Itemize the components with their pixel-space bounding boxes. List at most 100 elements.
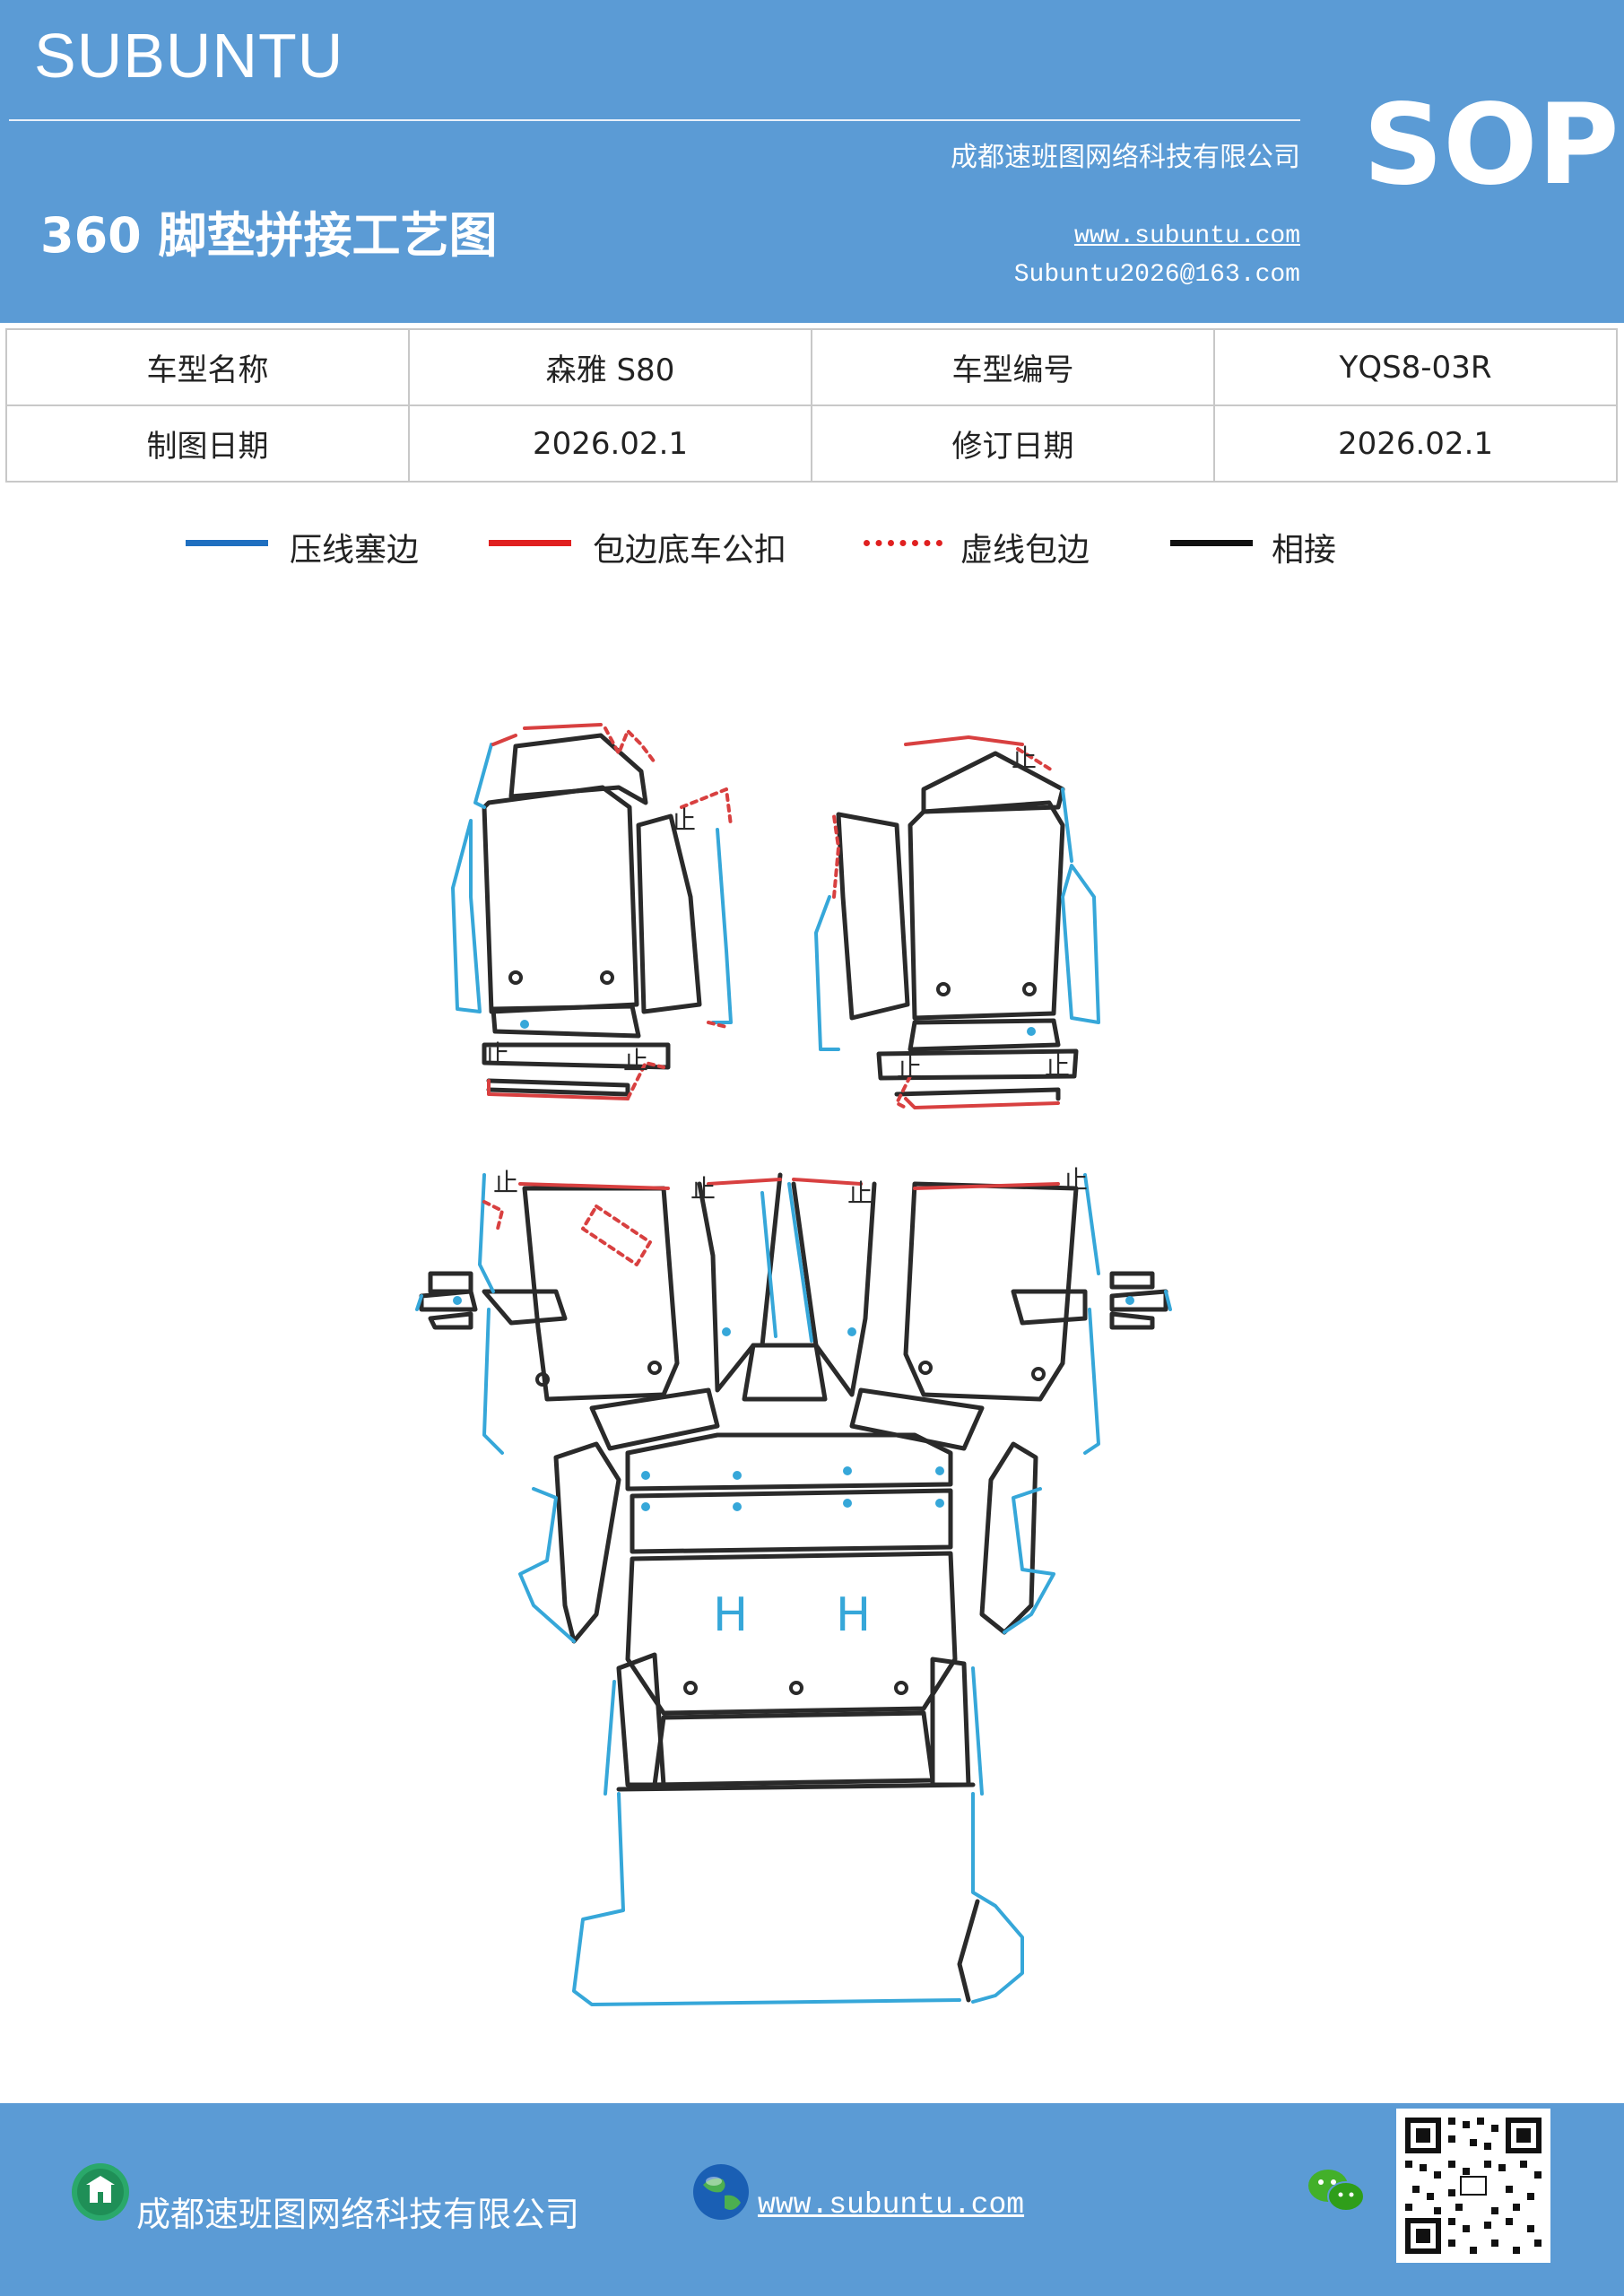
edge-red-dotted	[895, 1074, 912, 1109]
edge-blue	[415, 1294, 423, 1311]
building-icon	[72, 2163, 129, 2221]
mat-piece	[636, 813, 702, 1014]
up-marker: 止	[847, 1178, 873, 1208]
legend-swatch-blue	[186, 540, 268, 546]
header-email[interactable]: Subuntu2026@163.com	[1013, 261, 1300, 289]
mat-piece	[625, 1432, 953, 1492]
mat-piece	[921, 751, 1065, 814]
mat-piece	[553, 1441, 621, 1644]
edge-red	[707, 1178, 782, 1186]
legend-label: 虚线包边	[960, 532, 1090, 569]
up-marker: 止	[1063, 1165, 1088, 1195]
mat-piece	[742, 1343, 828, 1402]
legend-label: 包边底车公扣	[593, 532, 787, 569]
edge-red-dotted	[482, 1200, 504, 1231]
mat-piece	[482, 1042, 671, 1070]
qr-code-icon	[1402, 2114, 1545, 2257]
mat-piece	[486, 1078, 630, 1097]
edge-blue	[572, 1792, 961, 2006]
mat-piece	[849, 1387, 985, 1451]
edge-blue	[711, 828, 733, 1024]
mat-piece	[652, 1710, 935, 1787]
mat-piece	[908, 800, 1065, 1021]
mat-piece	[482, 1289, 568, 1326]
sop-badge: SOP	[1363, 81, 1620, 210]
header-divider	[9, 119, 1300, 121]
legend-swatch-red-dotted	[864, 540, 942, 546]
mat-piece	[903, 1181, 1079, 1402]
mat-piece	[1011, 1289, 1088, 1326]
up-marker: 止	[1045, 1051, 1070, 1081]
up-marker: 止	[493, 1168, 518, 1197]
revise-date-label: 修订日期	[811, 404, 1215, 483]
up-marker: 止	[623, 1046, 648, 1075]
legend-label: 压线塞边	[290, 532, 420, 569]
edge-blue	[971, 1666, 984, 1796]
mat-piece	[428, 1271, 473, 1294]
footer-website-link[interactable]: www.subuntu.com	[758, 2188, 1025, 2222]
edge-blue	[1061, 787, 1073, 863]
draw-date-value: 2026.02.1	[408, 404, 812, 483]
vehicle-info-table: 车型名称 森雅 S80 车型编号 YQS8-03R 制图日期 2026.02.1…	[5, 328, 1618, 483]
edge-red	[491, 734, 517, 746]
mat-piece	[908, 1018, 1061, 1052]
edge-red-dotted	[626, 1061, 665, 1100]
edge-red	[523, 723, 603, 730]
footer-banner: 成都速班图网络科技有限公司 www.subuntu.com	[0, 2103, 1624, 2296]
edge-blue	[760, 1191, 777, 1338]
table-row: 车型名称 森雅 S80 车型编号 YQS8-03R	[5, 328, 1618, 406]
header-company: 成都速班图网络科技有限公司	[951, 142, 1300, 173]
mat-piece	[876, 1048, 1079, 1081]
mat-piece	[791, 1181, 877, 1397]
edge-blue	[482, 1308, 504, 1455]
mat-piece	[836, 812, 910, 1021]
edge-red	[913, 1182, 1060, 1190]
legend-swatch-black	[1170, 540, 1253, 546]
brand-logo-text: SUBUNTU	[34, 21, 344, 91]
mat-piece	[508, 733, 648, 805]
header-website-link[interactable]: www.subuntu.com	[1073, 222, 1300, 250]
edge-blue	[1061, 864, 1100, 1024]
mat-piece	[491, 1004, 641, 1039]
h-marker: H	[836, 1588, 871, 1642]
edge-blue	[1083, 1173, 1100, 1275]
globe-icon	[693, 2164, 749, 2220]
h-marker: H	[713, 1588, 748, 1642]
revise-date-value: 2026.02.1	[1213, 404, 1618, 483]
page-title: 360 脚垫拼接工艺图	[40, 207, 498, 264]
edge-red	[904, 1097, 1060, 1109]
mat-piece	[428, 1311, 473, 1330]
up-marker: 止	[484, 1039, 509, 1069]
mat-piece	[589, 1387, 720, 1451]
edge-red-dotted	[832, 814, 840, 899]
qr-code	[1396, 2109, 1550, 2263]
model-code-label: 车型编号	[811, 328, 1215, 406]
mat-piece	[1109, 1289, 1168, 1312]
edge-red	[792, 1178, 863, 1186]
mat-piece	[1109, 1271, 1155, 1290]
mat-piece	[616, 1652, 666, 1787]
up-marker: 止	[897, 1053, 922, 1083]
edge-red-dotted	[680, 787, 733, 827]
mat-piece	[419, 1289, 478, 1312]
mat-piece	[616, 1782, 976, 1792]
mat-piece	[630, 1488, 953, 1554]
edge-blue	[1164, 1290, 1172, 1311]
mat-piece	[894, 1087, 1061, 1101]
up-marker: 止	[690, 1174, 716, 1204]
holes-black	[508, 970, 1046, 1695]
edge-red	[518, 1182, 670, 1190]
edge-blue	[1003, 1487, 1055, 1634]
model-name-label: 车型名称	[5, 328, 410, 406]
edge-blue	[451, 819, 482, 1013]
up-marker: 止	[671, 805, 696, 835]
edge-red-dotted	[1016, 747, 1055, 773]
edge-red	[904, 735, 1024, 746]
up-marker: 止	[1012, 744, 1037, 773]
table-row: 制图日期 2026.02.1 修订日期 2026.02.1	[5, 404, 1618, 483]
mat-piece	[625, 1551, 958, 1716]
edge-blue	[1083, 1308, 1100, 1455]
header-banner: SUBUNTU SOP 成都速班图网络科技有限公司 360 脚垫拼接工艺图 ww…	[0, 0, 1624, 323]
wechat-icon	[1308, 2170, 1365, 2212]
